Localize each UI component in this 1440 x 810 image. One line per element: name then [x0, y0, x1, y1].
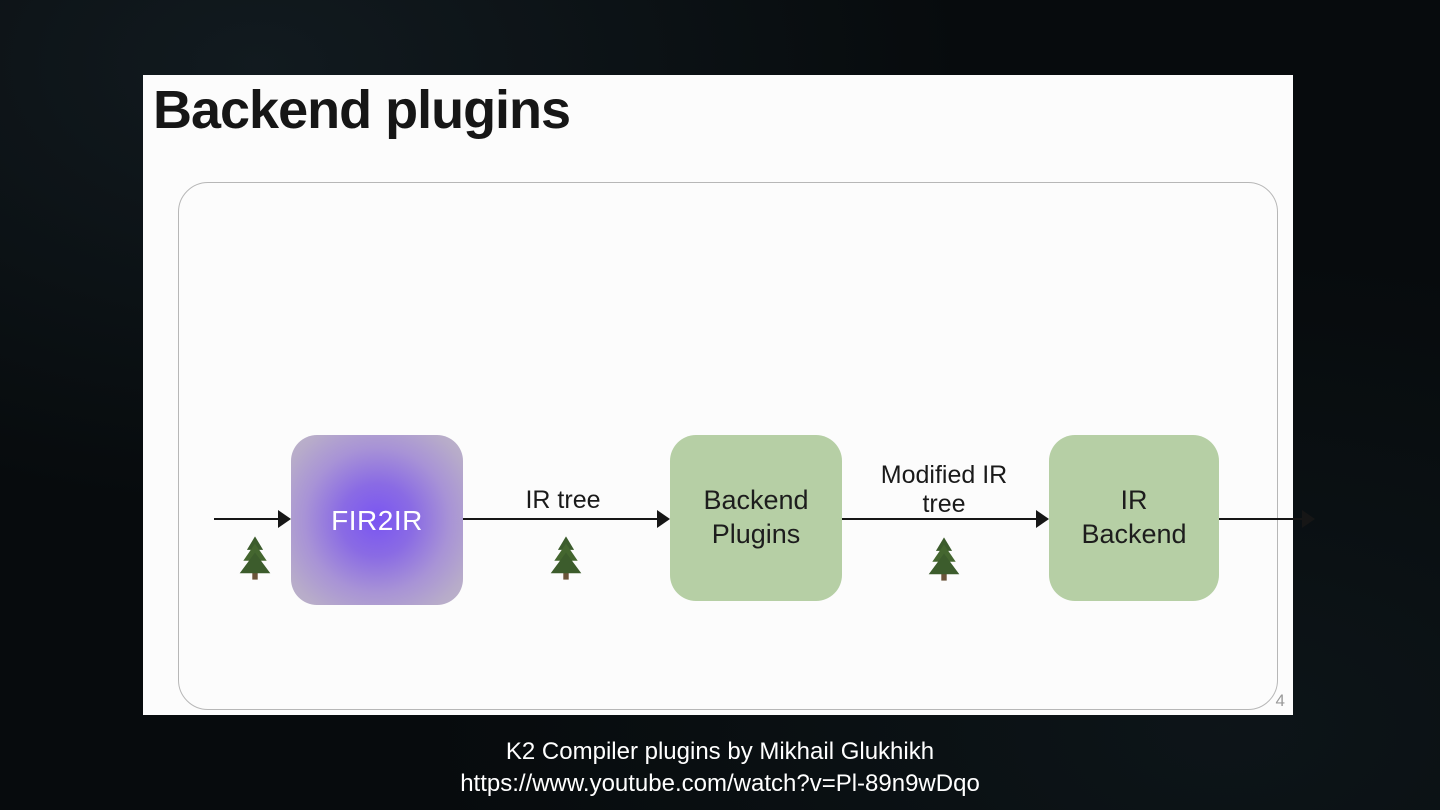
arrow-shaft	[214, 518, 280, 520]
caption: K2 Compiler plugins by Mikhail Glukhikh …	[0, 736, 1440, 800]
flow-arrow-ir-tree	[463, 510, 670, 528]
arrow-head-icon	[278, 510, 291, 528]
arrow-shaft	[463, 518, 659, 520]
node-ir-backend: IR Backend	[1049, 435, 1219, 601]
arrow-shaft	[1219, 518, 1304, 520]
flow-arrow-input	[214, 510, 291, 528]
flow-arrow-output	[1219, 510, 1315, 528]
slide-title: Backend plugins	[153, 80, 571, 140]
page-number: 4	[1275, 691, 1285, 710]
flow-arrow-modified-ir-tree	[842, 510, 1049, 528]
pipeline-container: FIR2IR Backend Plugins IR Backend IR tre…	[178, 182, 1315, 710]
arrow-shaft	[842, 518, 1038, 520]
caption-url: https://www.youtube.com/watch?v=Pl-89n9w…	[460, 770, 980, 797]
slide: Backend plugins FIR2IR Backend Plugins I…	[143, 75, 1315, 715]
tree-icon	[237, 535, 273, 581]
arrow-head-icon	[1036, 510, 1049, 528]
edge-label-modified-ir-tree: Modified IR tree	[880, 461, 1008, 518]
node-fir2ir: FIR2IR	[291, 435, 463, 605]
edge-label-ir-tree: IR tree	[525, 486, 601, 514]
arrow-head-icon	[1302, 510, 1315, 528]
tree-icon	[548, 535, 584, 581]
caption-title: K2 Compiler plugins by Mikhail Glukhikh	[505, 738, 935, 765]
tree-icon	[926, 536, 962, 582]
arrow-head-icon	[657, 510, 670, 528]
node-backend-plugins: Backend Plugins	[670, 435, 842, 601]
